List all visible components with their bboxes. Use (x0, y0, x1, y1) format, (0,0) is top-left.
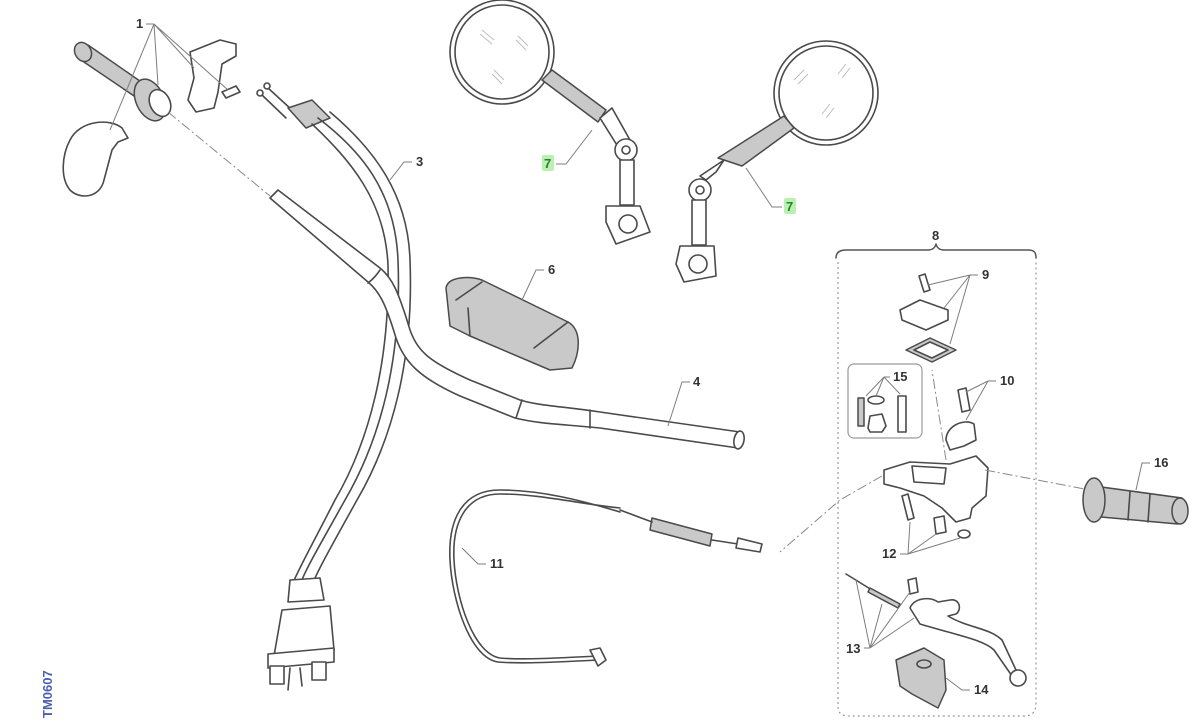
callout-number: 10 (1000, 373, 1014, 388)
clamp-kit[interactable] (945, 387, 977, 451)
callout-16: 16 (1135, 455, 1168, 491)
mirror-left[interactable] (449, 0, 651, 245)
callout-number: 13 (846, 641, 860, 656)
callout-number: 9 (982, 267, 989, 282)
callout-7-right: 7 (745, 167, 796, 214)
handlebar[interactable] (269, 189, 745, 450)
handlebar-pad[interactable] (445, 276, 579, 371)
callout-4: 4 (667, 374, 701, 427)
master-cylinder-body[interactable] (883, 455, 989, 523)
callout-number: 7 (544, 156, 551, 171)
callout-3: 3 (389, 154, 423, 181)
callout-1: 1 (109, 16, 229, 131)
callout-number: 16 (1154, 455, 1168, 470)
callout-9: 9 (927, 267, 989, 345)
callout-7-left: 7 (542, 129, 593, 171)
mirror-right[interactable] (675, 40, 879, 283)
callout-8: 8 (835, 228, 1037, 259)
callout-number: 14 (974, 682, 989, 697)
callout-10: 10 (965, 373, 1014, 421)
callout-13: 13 (846, 579, 915, 656)
callout-number: 4 (693, 374, 701, 389)
piston-kit[interactable] (847, 363, 923, 439)
reservoir-cap-kit[interactable] (899, 273, 957, 363)
throttle-grip-assembly[interactable] (62, 39, 241, 197)
callout-14: 14 (945, 677, 989, 697)
callout-number: 15 (893, 369, 907, 384)
callout-11: 11 (461, 547, 504, 571)
callout-number: 11 (490, 556, 504, 571)
fixings-kit[interactable] (901, 493, 971, 539)
clutch-hose[interactable] (449, 489, 763, 667)
left-grip[interactable] (1082, 477, 1189, 525)
callout-number: 12 (882, 546, 896, 561)
callout-15: 15 (865, 369, 907, 397)
figure-id: TM0607 (40, 670, 55, 718)
lever-cover[interactable] (895, 647, 947, 709)
throttle-cables[interactable] (256, 82, 412, 691)
callout-number: 3 (416, 154, 423, 169)
callout-12: 12 (882, 521, 961, 561)
lever-kit[interactable] (845, 573, 1027, 687)
callout-number: 8 (932, 228, 939, 243)
callout-6: 6 (521, 262, 555, 301)
callout-number: 6 (548, 262, 555, 277)
group-8-boundary (837, 262, 1037, 717)
callout-number: 7 (786, 199, 793, 214)
callout-number: 1 (136, 16, 143, 31)
